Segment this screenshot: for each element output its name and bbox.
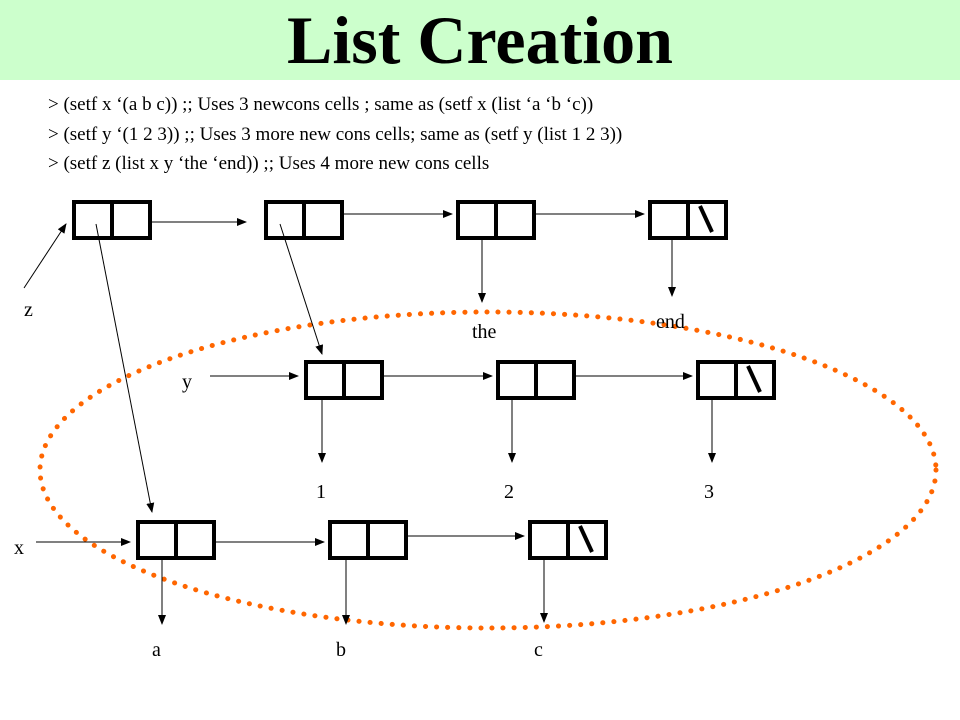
cons-cell-x2 xyxy=(328,520,408,560)
cons-cell-y2 xyxy=(496,360,576,400)
page-title: List Creation xyxy=(287,2,673,78)
label-b: b xyxy=(336,639,346,661)
label-3: 3 xyxy=(704,481,714,503)
cons-cell-z1 xyxy=(72,200,152,240)
dotted-ellipse xyxy=(37,309,939,631)
label-z: z xyxy=(24,299,33,321)
code-line-setf-y: > (setf y ‘(1 2 3)) ;; Uses 3 more new c… xyxy=(48,124,623,145)
label-a: a xyxy=(152,639,161,661)
label-y: y xyxy=(182,371,192,393)
arrow-z2-car-to-y xyxy=(279,223,324,355)
code-line-setf-z: > (setf z (list x y ‘the ‘end)) ;; Uses … xyxy=(48,153,490,174)
arrow-z1-car-to-x xyxy=(95,223,155,513)
label-the: the xyxy=(472,321,497,343)
label-1: 1 xyxy=(316,481,326,503)
cons-cell-x3-nil xyxy=(528,520,608,560)
cons-cell-x1 xyxy=(136,520,216,560)
label-2: 2 xyxy=(504,481,514,503)
label-end: end xyxy=(656,311,685,333)
cons-cell-z2 xyxy=(264,200,344,240)
cons-cell-z4-nil xyxy=(648,200,728,240)
title-bar xyxy=(0,0,960,80)
label-c: c xyxy=(534,639,543,661)
cons-cell-z3 xyxy=(456,200,536,240)
code-line-setf-x: > (setf x ‘(a b c)) ;; Uses 3 newcons ce… xyxy=(48,94,594,115)
label-x: x xyxy=(14,537,24,559)
arrow-z-variable xyxy=(23,223,67,289)
cons-cell-y1 xyxy=(304,360,384,400)
cons-cell-y3-nil xyxy=(696,360,776,400)
